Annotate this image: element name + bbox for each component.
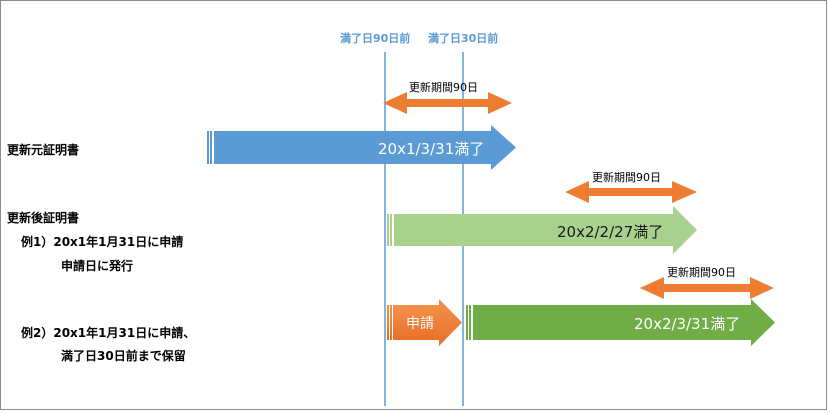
example1-line2: 申請日に発行 [61, 259, 134, 273]
example1-line1: 例1）20x1年1月31日に申請 [21, 235, 184, 249]
example1-bar-label: 20x2/2/27満了 [557, 223, 664, 241]
period-label-example2: 更新期間90日 [667, 266, 736, 279]
marker-label-90-days: 満了日90日前 [340, 32, 411, 45]
marker-label-30-days: 満了日30日前 [428, 32, 499, 45]
original-certificate-bar [207, 125, 516, 170]
period-arrow-example1 [565, 181, 697, 203]
period-arrow-example2 [640, 277, 774, 299]
pending-bar-label: 申請 [406, 316, 434, 332]
period-label-example1: 更新期間90日 [592, 171, 661, 184]
period-arrow-original [383, 92, 512, 114]
original-bar-label: 20x1/3/31満了 [378, 140, 485, 158]
example2-bar-label: 20x2/3/31満了 [634, 315, 741, 333]
period-label-original: 更新期間90日 [409, 81, 478, 94]
pending-application-bar [387, 299, 462, 346]
renewed-certificate-title: 更新後証明書 [7, 211, 80, 225]
example2-certificate-bar [466, 299, 775, 346]
original-certificate-title: 更新元証明書 [7, 143, 80, 157]
example2-line1: 例2）20x1年1月31日に申請、 [21, 326, 196, 340]
example2-line2: 満了日30日前まで保留 [61, 349, 186, 363]
example1-certificate-bar [387, 206, 697, 254]
